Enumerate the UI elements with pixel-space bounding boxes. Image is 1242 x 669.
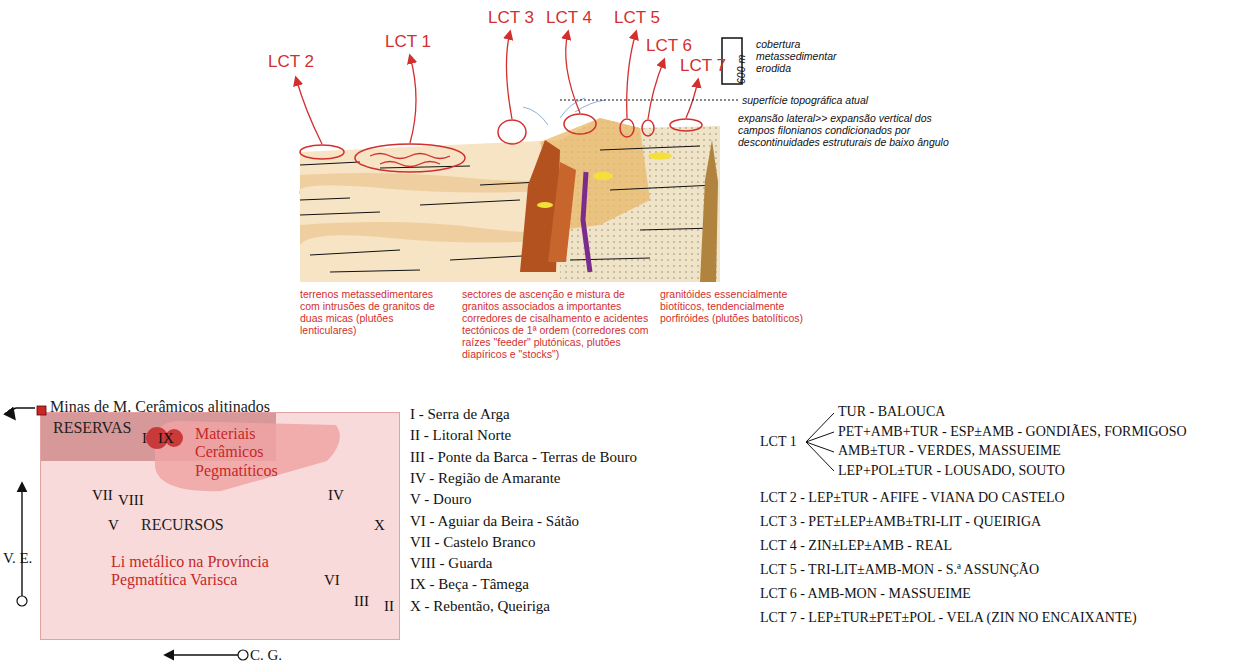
lct-label: LCT 1 — [385, 32, 431, 52]
lct-label: LCT 4 — [546, 8, 592, 28]
lct-item: LCT 3 - PET±LEP±AMB±TRI-LIT - QUEIRIGA — [760, 514, 1041, 530]
region-number: I — [142, 430, 147, 447]
lct-item: LCT 4 - ZIN±LEP±AMB - REAL — [760, 538, 952, 554]
axis-label: V. E. — [3, 550, 31, 567]
region-list-item: I - Serra de Arga — [410, 406, 510, 423]
lct-item: AMB±TUR - VERDES, MASSUEIME — [838, 443, 1061, 459]
ceramics-zone: Materiais Cerâmicos Pegmatíticos — [151, 419, 346, 493]
lct-item: LCT 7 - LEP±TUR±PET±POL - VELA (ZIN NO E… — [760, 610, 1137, 626]
node-text: Materiais Cerâmicos Pegmatíticos — [195, 425, 315, 480]
caption: terrenos metassedimentares com intrusões… — [300, 288, 452, 336]
resources-region: RECURSOS Li metálico na Província Pegmatí… — [40, 412, 400, 640]
note: Minas de M. Cerâmicos alitinados — [50, 398, 270, 416]
caption: granitóides essencialmente biotíticos, t… — [660, 288, 820, 324]
node-text: RECURSOS — [141, 516, 224, 534]
caption: sectores de ascenção e mistura de granit… — [462, 288, 652, 360]
lct-item: TUR - BALOUCA — [838, 404, 945, 420]
note: expansão lateral>> expansão vertical dos… — [738, 112, 970, 148]
pegmatite-veins — [370, 154, 450, 167]
lct-label: LCT 5 — [614, 8, 660, 28]
region-number: II — [384, 598, 394, 615]
lct-label: LCT 2 — [268, 52, 314, 72]
lct-ellipses — [300, 114, 702, 172]
region-number: IX — [158, 430, 174, 447]
intrusions — [520, 140, 672, 272]
region-number: VIII — [118, 492, 144, 509]
note: cobertura metassedimentar erodida — [756, 38, 866, 74]
scale-label: 600 m — [735, 55, 747, 84]
region-number: VI — [324, 572, 340, 589]
granite-batholith — [540, 118, 720, 282]
region-list-item: V - Douro — [410, 491, 471, 508]
node-text: RESERVAS — [53, 419, 131, 437]
lct-item: LCT 5 - TRI-LIT±AMB-MON - S.ª ASSUNÇÃO — [760, 562, 1039, 578]
metasediment-terrain — [299, 140, 560, 282]
lct-item: LCT 6 - AMB-MON - MASSUEIME — [760, 586, 971, 602]
lct-group: LCT 1 — [760, 434, 797, 450]
axis-label: C. G. — [250, 647, 282, 664]
lct-label: LCT 7 — [680, 56, 726, 76]
region-number: III — [354, 593, 369, 610]
note: superfície topográfica atual — [742, 94, 868, 106]
leader-lines — [296, 32, 698, 144]
lct-label: LCT 6 — [646, 36, 692, 56]
lct-item: PET+AMB+TUR - ESP±AMB - GONDIÃES, FORMIG… — [838, 424, 1187, 440]
region-list-item: X - Rebentão, Queiriga — [410, 598, 550, 615]
node-text: Li metálico na Província Pegmatítica Var… — [111, 553, 301, 590]
region-list-item: II - Litoral Norte — [410, 427, 511, 444]
region-list-item: III - Ponte da Barca - Terras de Bouro — [410, 449, 637, 466]
region-list-item: VIII - Guarda — [410, 555, 492, 572]
region-number: IV — [328, 487, 344, 504]
lct-item: LEP+POL±TUR - LOUSADO, SOUTO — [838, 463, 1065, 479]
region-list-item: IX - Beça - Tâmega — [410, 576, 529, 593]
lct-item: LCT 2 - LEP±TUR - AFIFE - VIANA DO CASTE… — [760, 490, 1065, 506]
lct1-bracket — [806, 413, 834, 471]
region-list-item: VII - Castelo Branco — [410, 534, 535, 551]
region-number: VII — [92, 487, 113, 504]
region-list-item: VI - Aguiar da Beira - Sátão — [410, 513, 579, 530]
region-list-item: IV - Região de Amarante — [410, 470, 561, 487]
lct-label: LCT 3 — [488, 8, 534, 28]
region-number: X — [374, 517, 385, 534]
region-number: V — [108, 517, 119, 534]
